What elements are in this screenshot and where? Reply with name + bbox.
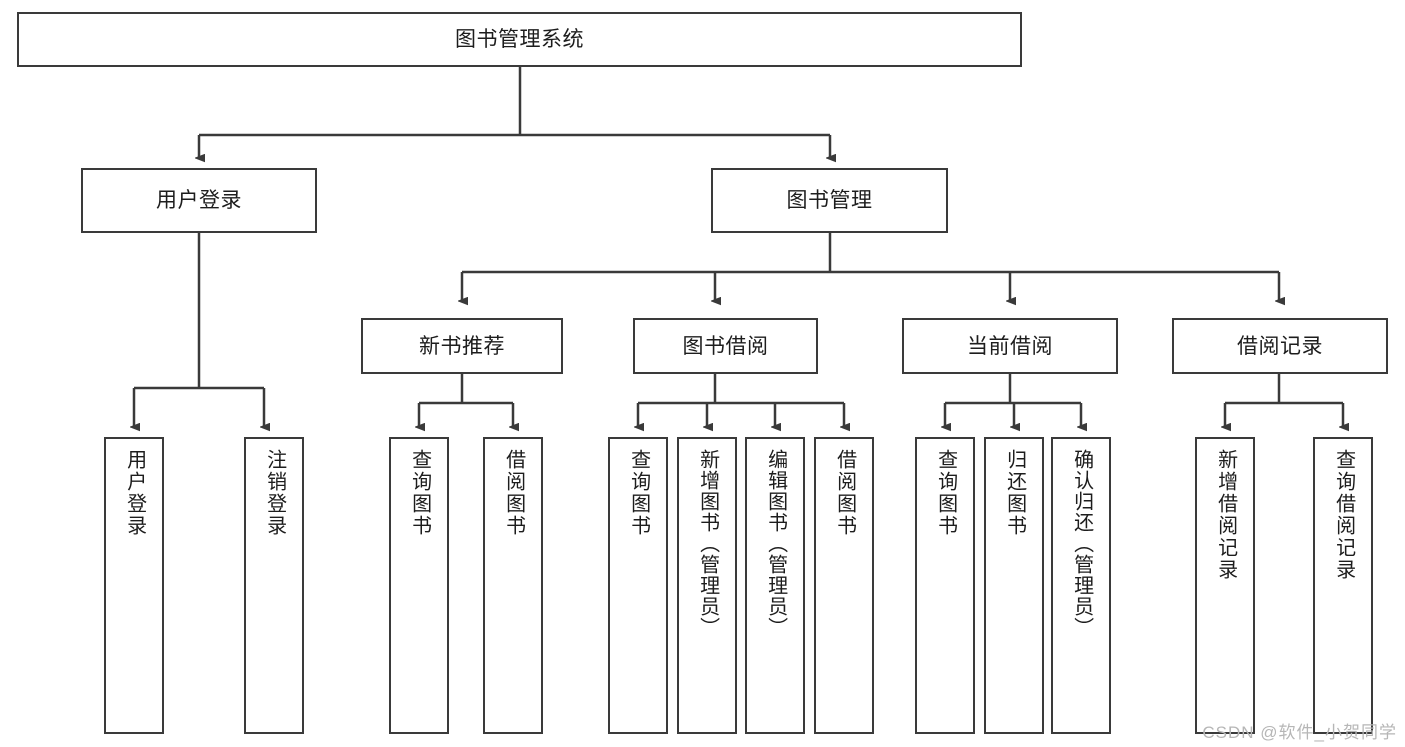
node-new-book-recommend-label: 新书推荐 <box>419 334 505 358</box>
node-book-management[interactable]: 图书管理 <box>711 168 948 233</box>
node-book-borrow[interactable]: 图书借阅 <box>633 318 818 374</box>
leaf-recommend-query-book-label: 查询图书 <box>408 449 431 537</box>
node-borrow-record-label: 借阅记录 <box>1237 334 1323 358</box>
node-book-borrow-label: 图书借阅 <box>682 334 769 358</box>
leaf-borrow-borrow-book-label: 借阅图书 <box>833 449 856 537</box>
leaf-borrow-query-book-label: 查询图书 <box>627 449 650 537</box>
leaf-borrow-edit-book-label: 编辑图书（管理员） <box>764 449 787 638</box>
csdn-watermark: CSDN @软件_小贺同学 <box>1202 723 1397 742</box>
node-root-system[interactable]: 图书管理系统 <box>17 12 1022 67</box>
leaf-record-add-record[interactable]: 新增借阅记录 <box>1195 437 1255 734</box>
node-current-borrow-label: 当前借阅 <box>967 334 1053 358</box>
leaf-borrow-add-book-label: 新增图书（管理员） <box>696 449 719 638</box>
leaf-current-query-book[interactable]: 查询图书 <box>915 437 975 734</box>
leaf-current-confirm-return[interactable]: 确认归还（管理员） <box>1051 437 1111 734</box>
leaf-user-login-signout[interactable]: 注销登录 <box>244 437 304 734</box>
leaf-current-confirm-return-label: 确认归还（管理员） <box>1070 449 1093 638</box>
leaf-user-login-signout-label: 注销登录 <box>263 449 286 537</box>
leaf-record-add-record-label: 新增借阅记录 <box>1214 449 1237 581</box>
leaf-user-login-signin[interactable]: 用户登录 <box>104 437 164 734</box>
node-new-book-recommend[interactable]: 新书推荐 <box>361 318 563 374</box>
leaf-current-return-book[interactable]: 归还图书 <box>984 437 1044 734</box>
leaf-record-query-record-label: 查询借阅记录 <box>1332 449 1355 581</box>
node-borrow-record[interactable]: 借阅记录 <box>1172 318 1388 374</box>
leaf-user-login-signin-label: 用户登录 <box>123 449 146 537</box>
node-current-borrow[interactable]: 当前借阅 <box>902 318 1118 374</box>
leaf-current-return-book-label: 归还图书 <box>1003 449 1026 537</box>
leaf-recommend-query-book[interactable]: 查询图书 <box>389 437 449 734</box>
node-user-login[interactable]: 用户登录 <box>81 168 317 233</box>
node-root-system-label: 图书管理系统 <box>455 28 584 51</box>
leaf-borrow-query-book[interactable]: 查询图书 <box>608 437 668 734</box>
leaf-record-query-record[interactable]: 查询借阅记录 <box>1313 437 1373 734</box>
node-book-management-label: 图书管理 <box>786 189 873 212</box>
leaf-current-query-book-label: 查询图书 <box>934 449 957 537</box>
leaf-borrow-edit-book[interactable]: 编辑图书（管理员） <box>745 437 805 734</box>
leaf-recommend-borrow-book-label: 借阅图书 <box>502 449 525 537</box>
leaf-borrow-borrow-book[interactable]: 借阅图书 <box>814 437 874 734</box>
node-user-login-label: 用户登录 <box>156 189 242 212</box>
leaf-recommend-borrow-book[interactable]: 借阅图书 <box>483 437 543 734</box>
leaf-borrow-add-book[interactable]: 新增图书（管理员） <box>677 437 737 734</box>
